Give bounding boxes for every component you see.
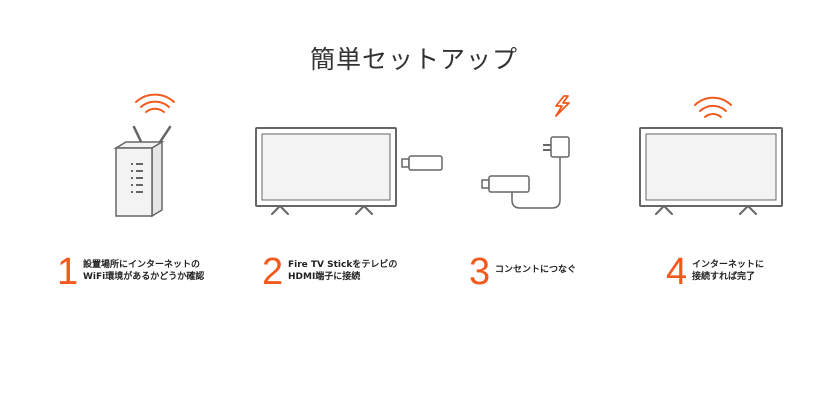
tv-icon (255, 127, 397, 215)
step-text-line2: WiFi環境があるかどうか確認 (83, 272, 205, 282)
step-text-line1: インターネットに (692, 260, 765, 270)
step-number: 3 (469, 251, 491, 293)
step-text-line2: HDMI端子に接続 (288, 272, 361, 282)
step-number: 4 (666, 251, 688, 293)
wifi-icon (694, 96, 732, 118)
step-number: 1 (57, 251, 79, 293)
step-text-line2: 接続すれば完了 (692, 272, 756, 282)
step-text-line1: Fire TV Stickをテレビの (288, 260, 398, 270)
step-text-line1: 設置場所にインターネットの (83, 260, 201, 270)
fire-tv-stick-icon (401, 155, 443, 171)
wifi-icon (135, 93, 175, 113)
router-icon (113, 93, 175, 218)
lightning-icon (555, 95, 570, 117)
tv-icon (639, 96, 783, 215)
step-number: 2 (262, 251, 284, 293)
page-title: 簡単セットアップ (309, 45, 518, 74)
step-text-line1: コンセントにつなぐ (495, 265, 577, 275)
power-plug-icon (481, 95, 570, 209)
